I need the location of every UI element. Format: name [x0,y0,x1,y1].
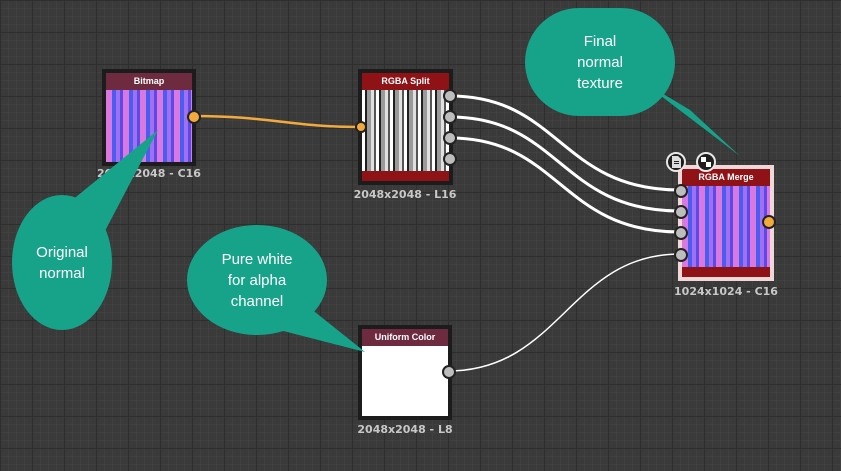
output-port-g[interactable] [443,110,457,124]
wire-bitmap-to-split [192,114,363,129]
input-port-g[interactable] [674,205,688,219]
node-rgba-split[interactable]: RGBA Split [358,69,453,185]
callout-final-normal: Final normal texture [525,8,675,116]
wire-split-g-to-merge [449,115,681,213]
callout-original-normal: Original normal [12,195,112,330]
output-port[interactable] [187,110,201,124]
input-port-b[interactable] [674,226,688,240]
node-footer [362,171,449,181]
node-resolution: 2048x2048 - C16 [97,167,201,180]
node-title: RGBA Merge [682,169,770,186]
output-port-r[interactable] [443,89,457,103]
node-resolution: 1024x1024 - C16 [674,285,778,298]
node-resolution: 2048x2048 - L16 [353,188,457,201]
node-thumbnail [362,346,448,416]
node-uniform-color[interactable]: Uniform Color [358,325,452,420]
node-bitmap[interactable]: Bitmap [102,69,196,166]
node-resolution: 2048x2048 - L8 [357,423,453,436]
node-title: Bitmap [106,73,192,90]
wire-split-r-to-merge [449,94,681,192]
document-icon[interactable] [666,152,686,172]
node-thumbnail [362,90,449,171]
callout-pure-white: Pure white for alpha channel [187,225,327,335]
output-port-b[interactable] [443,131,457,145]
input-port[interactable] [355,121,367,133]
input-port-r[interactable] [674,184,688,198]
output-port[interactable] [762,215,776,229]
output-port[interactable] [442,365,456,379]
checker-icon[interactable] [696,152,716,172]
node-rgba-merge[interactable]: RGBA Merge [678,165,774,281]
node-thumbnail [106,90,192,162]
node-footer [682,267,770,277]
input-port-a[interactable] [674,248,688,262]
wire-uniform-to-merge [447,253,681,372]
wire-split-b-to-merge [449,136,681,234]
node-title: Uniform Color [362,329,448,346]
node-thumbnail [682,186,770,267]
output-port-a[interactable] [443,152,457,166]
node-title: RGBA Split [362,73,449,90]
